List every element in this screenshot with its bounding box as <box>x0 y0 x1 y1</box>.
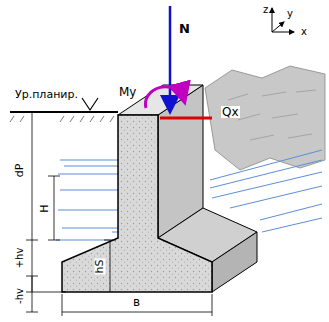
ground-level-label: Ур.планир. <box>14 89 79 100</box>
dimension-label: dP <box>14 163 25 179</box>
axis-label: y <box>287 9 293 19</box>
force-label: N <box>178 22 191 35</box>
dimension-label: -hv <box>15 287 25 305</box>
dimension-label: +hv <box>15 247 25 270</box>
force-label: Qx <box>221 106 240 118</box>
moment-label: My <box>118 86 137 98</box>
dimension-label: hS <box>94 259 105 275</box>
axis-label: z <box>263 5 268 15</box>
dimension-label: H <box>39 203 50 213</box>
axis-label: x <box>301 27 307 37</box>
dimension-label: в <box>132 296 141 308</box>
